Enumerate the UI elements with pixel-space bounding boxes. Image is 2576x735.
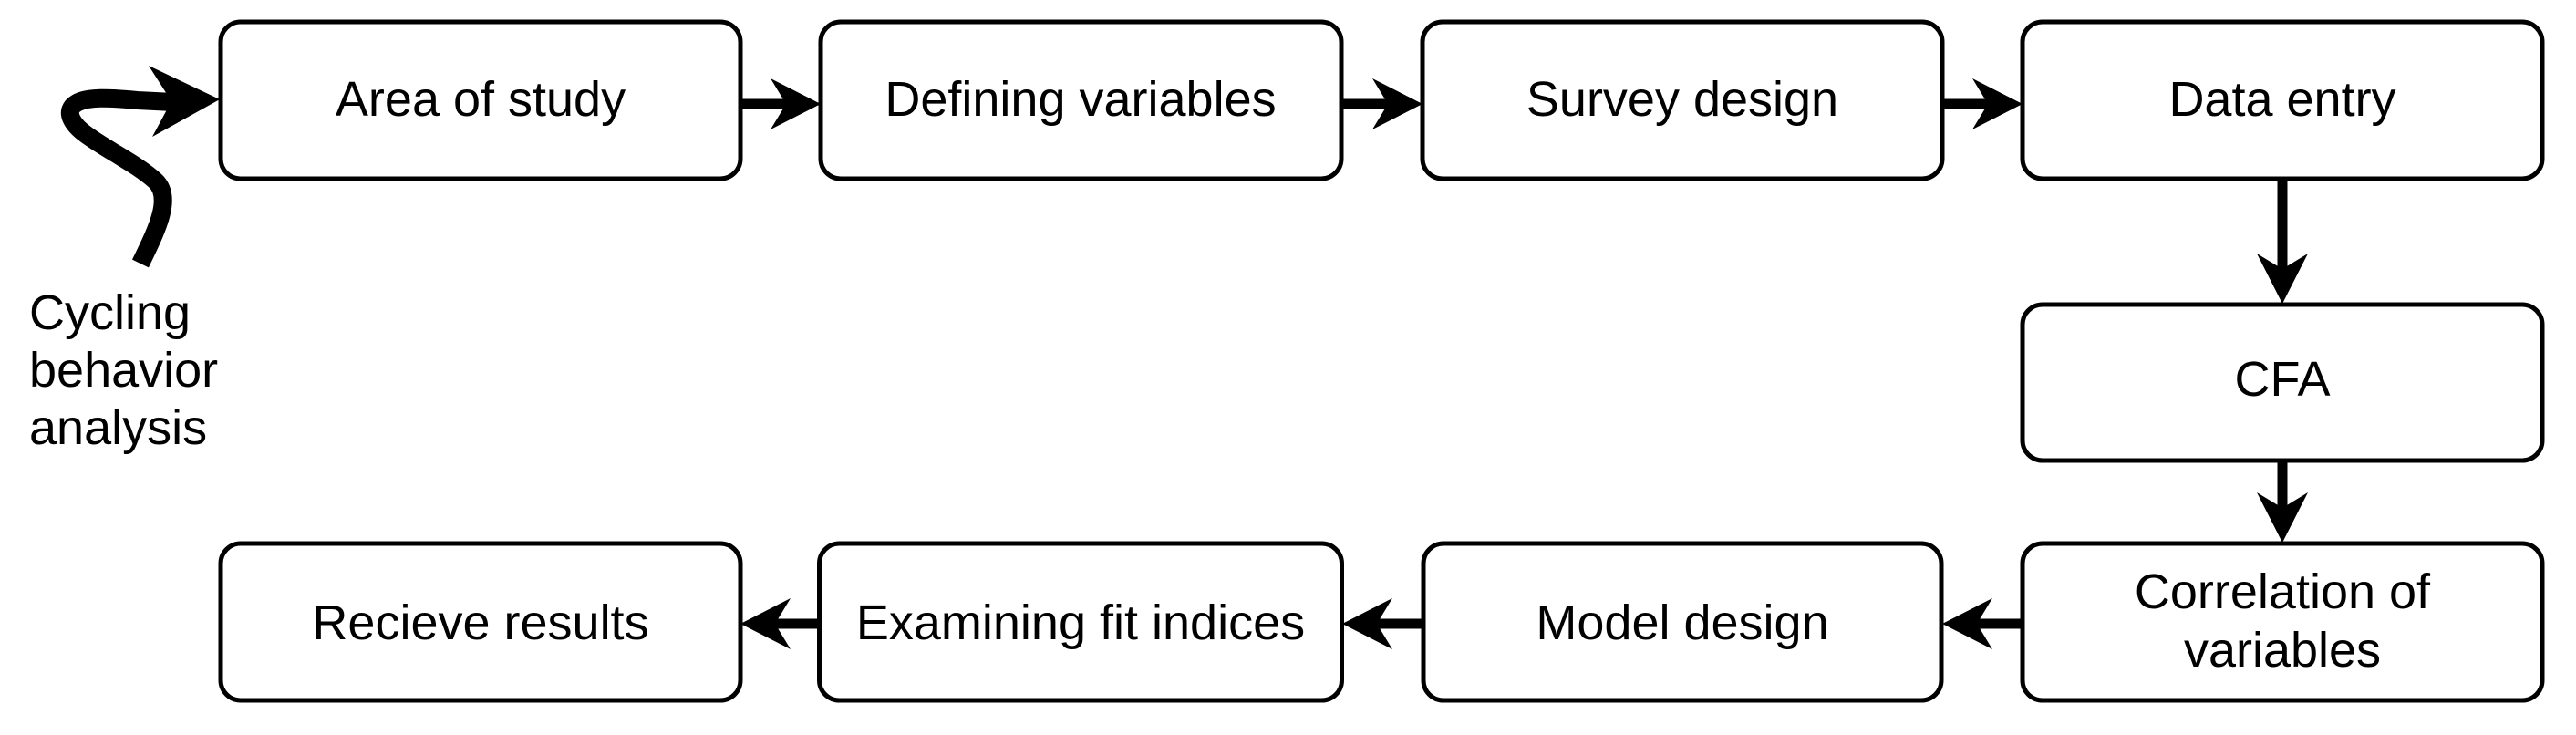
svg-text:Model design: Model design — [1536, 595, 1828, 650]
svg-text:CFA: CFA — [2234, 352, 2330, 407]
svg-text:Correlation of: Correlation of — [2135, 564, 2431, 619]
svg-text:Cycling: Cycling — [29, 285, 191, 340]
svg-text:variables: variables — [2184, 623, 2381, 678]
svg-text:Area of study: Area of study — [336, 72, 626, 127]
svg-text:Defining variables: Defining variables — [885, 72, 1276, 127]
svg-text:Data entry: Data entry — [2168, 72, 2395, 127]
svg-text:Survey design: Survey design — [1526, 72, 1838, 127]
svg-text:analysis: analysis — [29, 400, 207, 455]
svg-text:Examining fit indices: Examining fit indices — [856, 595, 1305, 650]
svg-text:Recieve results: Recieve results — [312, 595, 648, 650]
svg-text:behavior: behavior — [29, 343, 218, 398]
